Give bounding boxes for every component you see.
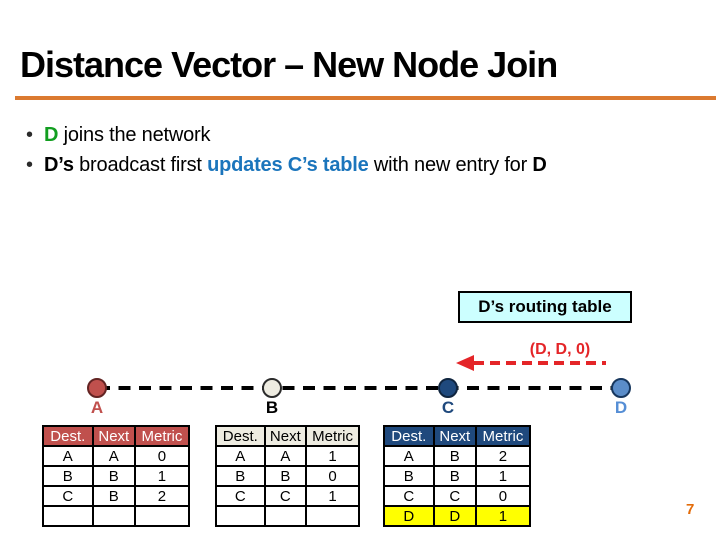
- node-d-keyword: D: [44, 124, 59, 146]
- title-underline: [15, 96, 716, 100]
- network-diagram: [87, 355, 631, 398]
- bullet-item-2: • D’s broadcast first updates C’s table …: [26, 150, 547, 180]
- bullet-dot: •: [26, 154, 33, 176]
- table-row-empty: [215, 505, 360, 527]
- updates-c-table-keyword: updates C’s table: [207, 154, 369, 176]
- d-routing-table-callout: D’s routing table: [458, 291, 632, 323]
- bullet-text-2: D’s broadcast first updates C’s table wi…: [44, 154, 547, 176]
- bullet-dot: •: [26, 124, 33, 146]
- broadcast-arrowhead-icon: [456, 355, 474, 371]
- slide-page-number: 7: [686, 501, 695, 518]
- slide-title: Distance Vector – New Node Join: [20, 44, 558, 85]
- node-a-label: A: [90, 398, 104, 417]
- bullet-list: • D joins the network • D’s broadcast fi…: [26, 120, 547, 180]
- table-row-empty: [42, 505, 191, 527]
- node-c-circle: [438, 378, 458, 398]
- broadcast-update-label: (D, D, 0): [529, 341, 591, 358]
- node-c-label: C: [441, 398, 455, 417]
- bullet-text-1: D joins the network: [44, 124, 211, 146]
- bullet-item-1: • D joins the network: [26, 120, 547, 150]
- node-b-label: B: [265, 398, 279, 417]
- node-b-circle: [262, 378, 282, 398]
- node-d-label: D: [614, 398, 628, 417]
- node-d-circle: [611, 378, 631, 398]
- node-a-circle: [87, 378, 107, 398]
